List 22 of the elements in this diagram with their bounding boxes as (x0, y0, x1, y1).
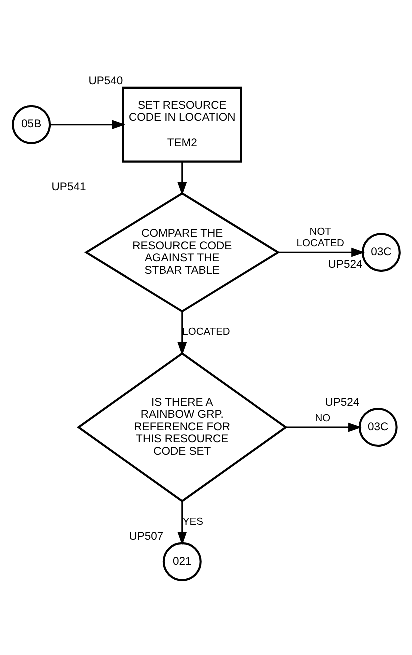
node-box: SET RESOURCE CODE IN LOCATION TEM2 (122, 86, 242, 162)
node-circle: 03C (358, 408, 398, 446)
node-circle: 021 (162, 542, 202, 581)
arrow (278, 247, 364, 257)
node-diamond: COMPARE THE RESOURCE CODE AGAINST THE STBAR TABLE (84, 192, 280, 312)
edge-label: NOT LOCATED (296, 226, 344, 249)
node-circle: 05B (12, 104, 51, 144)
arrow (50, 120, 126, 130)
node-label: UP524 (324, 396, 360, 408)
edge-label: LOCATED (182, 326, 230, 338)
node-diamond: IS THERE A RAINBOW GRP. REFERENCE FOR THIS RESOURCE CODE SET (76, 352, 288, 502)
edge-label: NO (314, 412, 330, 424)
arrow (177, 311, 187, 356)
node-circle: 03C (361, 232, 400, 272)
edge-label: YES (182, 516, 203, 528)
node-label: UP507 (128, 530, 164, 543)
arrow (177, 161, 187, 196)
arrow (177, 501, 187, 546)
node-label: UP541 (51, 180, 86, 193)
node-label: UP524 (328, 258, 362, 270)
node-label: UP540 (88, 75, 123, 88)
arrow (286, 422, 362, 432)
